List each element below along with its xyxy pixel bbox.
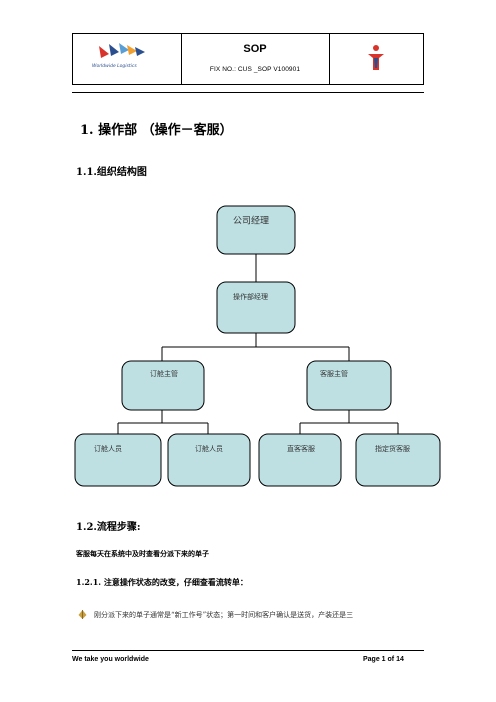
process-intro: 客服每天在系统中及时查看分派下来的单子 <box>76 549 209 558</box>
org-label-booking-staff-2: 订舱人员 <box>195 444 223 453</box>
person-mascot-icon <box>368 45 384 70</box>
org-box-ceo <box>216 205 296 255</box>
org-box-booking-lead <box>121 360 205 411</box>
logo-cell: Worldwide Logistics <box>73 34 182 84</box>
org-label-ceo: 公司经理 <box>233 215 269 227</box>
org-label-ops-mgr: 操作部经理 <box>233 292 268 301</box>
section-heading: 1. 操作部 （操作－客服） <box>80 123 233 138</box>
footer-rule <box>72 650 424 651</box>
bullet-diamond-icon <box>78 610 87 619</box>
org-box-cs-general <box>258 433 342 487</box>
header-rule <box>72 92 424 93</box>
title-cell: SOP FIX NO.: CUS _SOP V100901 <box>181 34 330 84</box>
footer-slogan: We take you worldwide <box>72 656 149 663</box>
header-table: Worldwide Logistics SOP FIX NO.: CUS _SO… <box>72 33 424 85</box>
org-label-cs-general: 直客客服 <box>287 444 315 453</box>
org-box-ops-mgr <box>216 281 296 334</box>
org-label-booking-lead: 订舱主管 <box>150 369 178 378</box>
company-logo-icon <box>99 43 145 58</box>
sop-title: SOP <box>243 43 267 55</box>
step-heading: 1.2.1. 注意操作状态的改变，仔细查看流转单： <box>76 577 248 587</box>
org-label-cs-nominated: 指定货客服 <box>375 444 410 453</box>
mascot-cell <box>329 34 423 84</box>
bullet-text: 刚分派下来的单子通常是“新工作号”状态；第一时间和客户确认是送货，产装还是三 <box>94 611 354 619</box>
subsection-org-heading: 1.1.组织结构图 <box>76 167 147 178</box>
org-box-booking-staff-1 <box>74 433 162 487</box>
org-box-cs-nominated <box>355 433 441 487</box>
org-label-cs-lead: 客服主管 <box>320 369 348 378</box>
fix-number: FIX NO.: CUS _SOP V100901 <box>209 66 301 73</box>
org-label-booking-staff-1: 订舱人员 <box>94 444 122 453</box>
logo-text: Worldwide Logistics <box>92 64 137 69</box>
org-box-cs-lead <box>306 360 392 411</box>
org-box-booking-staff-2 <box>167 433 251 487</box>
subsection-process-heading: 1.2.流程步骤: <box>76 522 141 533</box>
page-number: Page 1 of 14 <box>363 656 404 663</box>
